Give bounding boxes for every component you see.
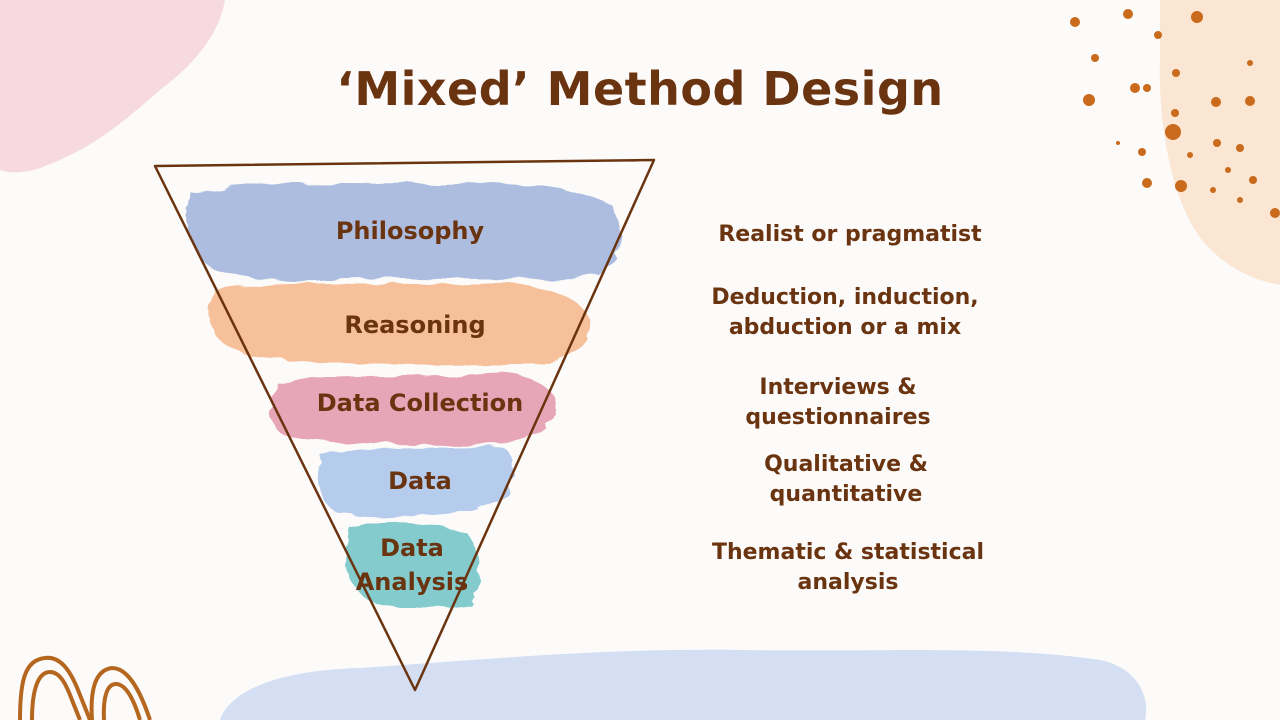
data-band (317, 446, 514, 517)
slide-title: ‘Mixed’ Method Design (336, 62, 944, 116)
description-line: Interviews & (759, 375, 917, 400)
description-line: analysis (797, 570, 899, 595)
description-line: Qualitative & (764, 452, 928, 477)
stage-label-line: Analysis (355, 568, 469, 596)
description-data-collection: Interviews & questionnaires (678, 373, 998, 433)
stage-label-data-analysis: Data Analysis (330, 531, 494, 599)
data-analysis-band (345, 522, 480, 608)
reasoning-band (209, 282, 591, 366)
stage-label-data: Data (388, 467, 452, 495)
stage-label-philosophy: Philosophy (335, 217, 485, 245)
philosophy-band (187, 182, 620, 281)
stage-label-reasoning: Reasoning (344, 311, 486, 339)
description-data-analysis: Thematic & statistical analysis (688, 538, 1008, 598)
description-line: Deduction, induction, (711, 285, 979, 310)
description-line: questionnaires (745, 405, 931, 430)
description-line: quantitative (769, 482, 923, 507)
description-line: abduction or a mix (728, 315, 962, 340)
data-collection-band (269, 373, 556, 446)
description-line: Thematic & statistical (711, 540, 985, 565)
stage-label-data-collection: Data Collection (316, 389, 524, 417)
description-philosophy: Realist or pragmatist (690, 220, 1010, 250)
description-reasoning: Deduction, induction, abduction or a mix (685, 283, 1005, 343)
funnel-outline (153, 158, 656, 692)
description-line: Realist or pragmatist (718, 222, 982, 247)
description-data: Qualitative & quantitative (686, 450, 1006, 510)
stage-label-line: Data (380, 534, 444, 562)
